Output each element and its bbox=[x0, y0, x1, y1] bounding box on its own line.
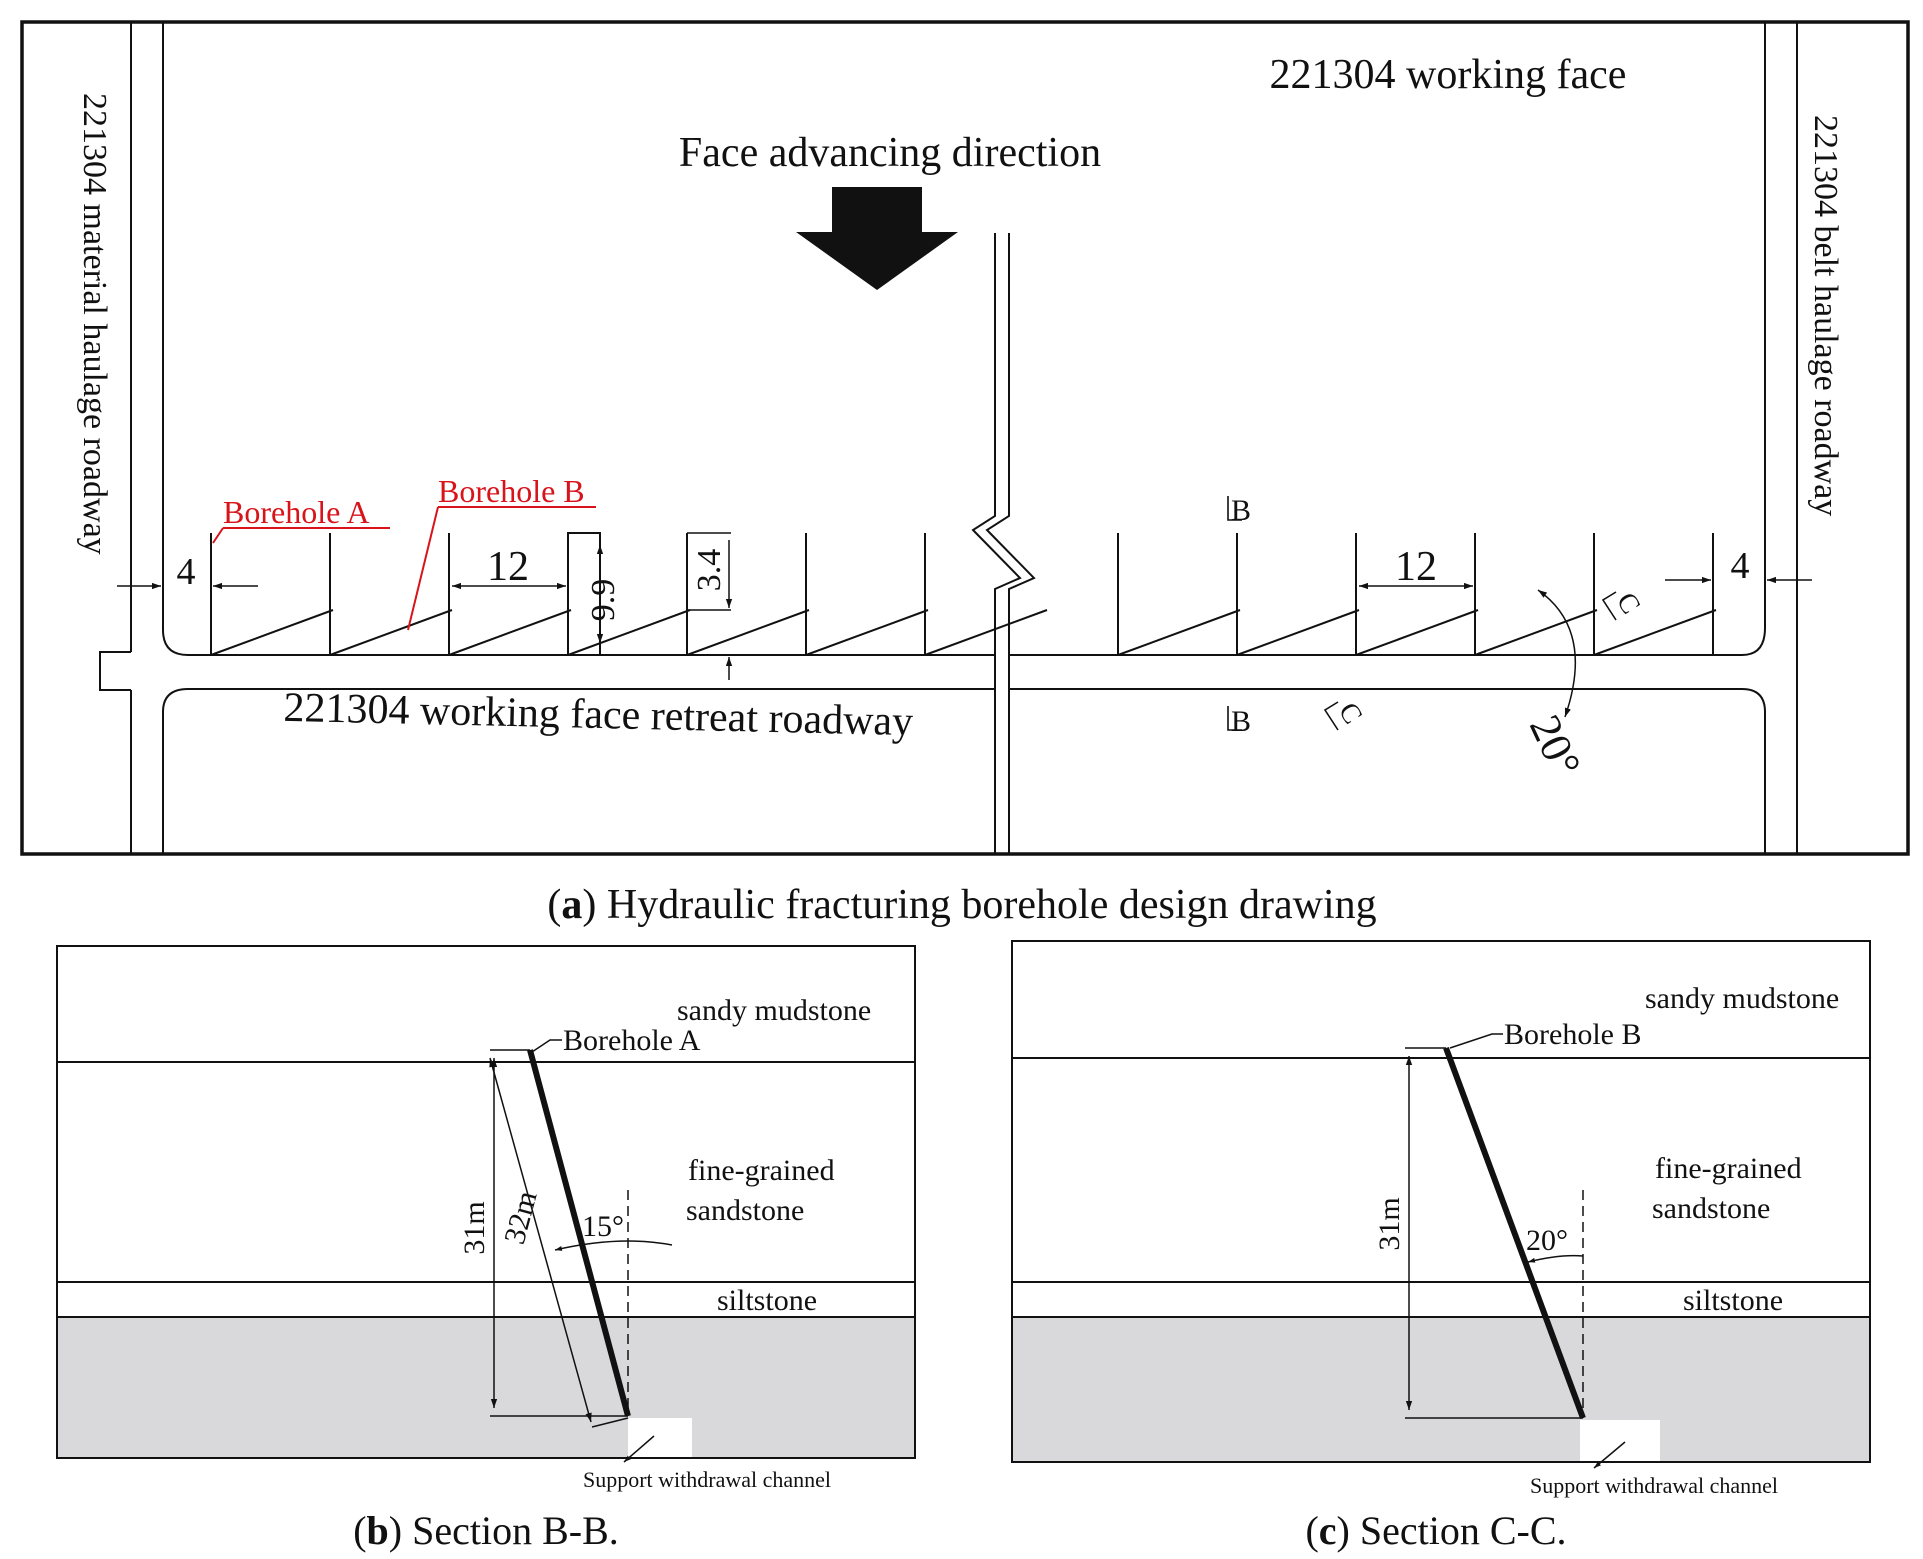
borehole-inclined bbox=[210, 609, 334, 656]
dim-12-right-label: 12 bbox=[1395, 544, 1437, 590]
panel-b-dim-31m-label: 31m bbox=[458, 1201, 491, 1254]
panel-c-borehole bbox=[1443, 1046, 1586, 1420]
dim-left-4-label: 4 bbox=[177, 551, 196, 593]
borehole-inclined bbox=[329, 609, 453, 656]
borehole-a-label: Borehole A bbox=[223, 494, 370, 530]
borehole-inclined bbox=[686, 609, 810, 656]
panel-b-frame bbox=[56, 945, 916, 1459]
panel-b-section: 31m 32m 15° Borehole A sandy mudstone fi… bbox=[56, 945, 916, 1553]
section-b-bottom-mark bbox=[1227, 706, 1242, 731]
section-c-top-mark bbox=[1601, 591, 1617, 621]
panel-c-layer-mid-label-2: sandstone bbox=[1652, 1192, 1770, 1225]
caption-a: (a) Hydraulic fracturing borehole design… bbox=[547, 882, 1376, 928]
panel-b-layer-top-label: sandy mudstone bbox=[677, 994, 871, 1027]
section-b-bottom-label: B bbox=[1231, 705, 1251, 738]
panel-c-borehole-leader bbox=[1449, 1033, 1503, 1049]
panel-a-frame bbox=[20, 20, 1910, 856]
retreat-roadway-label: 221304 working face retreat roadway bbox=[283, 685, 914, 745]
advance-direction-label: Face advancing direction bbox=[679, 130, 1101, 176]
panel-b-layer-mid-label-1: fine-grained bbox=[688, 1154, 835, 1187]
caption-b: (b) Section B-B. bbox=[353, 1508, 619, 1553]
borehole-inclined bbox=[567, 609, 691, 656]
dim-3-4-label: 3.4 bbox=[691, 549, 728, 592]
borehole-inclined bbox=[1474, 609, 1598, 656]
borehole-a-leader bbox=[212, 527, 224, 544]
panel-b-layer-mid-label-2: sandstone bbox=[686, 1194, 804, 1227]
panel-b-dim-32m-ext bbox=[591, 1417, 629, 1428]
right-roadway-label: 221304 belt haulage roadway bbox=[1807, 115, 1844, 516]
panel-b-angle-label: 15° bbox=[582, 1210, 624, 1243]
panel-b-gray-layer bbox=[57, 1317, 915, 1458]
panel-c-layer-top-label: sandy mudstone bbox=[1645, 982, 1839, 1015]
dim-9-9-label: 9.9 bbox=[585, 579, 622, 622]
left-roadway-label: 221304 material haulage roadway bbox=[76, 93, 113, 555]
panel-c-frame bbox=[1011, 940, 1871, 1463]
panel-b-channel bbox=[628, 1418, 692, 1458]
break-line-left bbox=[971, 233, 1022, 854]
retreat-roadway-lower-wall bbox=[162, 688, 995, 713]
retreat-roadway-upper-wall-right bbox=[1009, 627, 1766, 656]
break-line-right bbox=[985, 233, 1036, 854]
borehole-b-leader bbox=[407, 506, 439, 631]
panel-c-borehole-label: Borehole B bbox=[1504, 1018, 1641, 1051]
angle-20-label: 20° bbox=[1520, 708, 1590, 785]
advance-direction-arrow bbox=[796, 187, 958, 290]
borehole-inclined bbox=[1236, 609, 1360, 656]
panel-c-section: 31m 20° Borehole B sandy mudstone fine-g… bbox=[1011, 940, 1871, 1553]
panel-c-layer-mid-label-1: fine-grained bbox=[1655, 1152, 1802, 1185]
retreat-roadway-lower-wall-right bbox=[1009, 688, 1766, 713]
borehole-inclined bbox=[1593, 609, 1717, 656]
panel-b-channel-pointer bbox=[623, 1435, 655, 1463]
panel-b-angle-arc bbox=[554, 1240, 673, 1251]
panel-b-borehole-leader bbox=[531, 1039, 562, 1053]
dim-12-left-label: 12 bbox=[487, 544, 529, 590]
caption-c: (c) Section C-C. bbox=[1305, 1508, 1566, 1553]
working-face-label: 221304 working face bbox=[1270, 52, 1627, 98]
borehole-row bbox=[210, 533, 1717, 656]
panel-c-siltstone-label: siltstone bbox=[1683, 1284, 1783, 1317]
section-b-top-mark bbox=[1227, 496, 1242, 521]
dim-right-4-label: 4 bbox=[1731, 545, 1750, 587]
panel-b-dim-32m bbox=[489, 1057, 592, 1423]
borehole-inclined bbox=[805, 609, 929, 656]
panel-c-channel bbox=[1580, 1420, 1660, 1462]
borehole-inclined bbox=[1355, 609, 1479, 656]
panel-c-channel-pointer bbox=[1593, 1441, 1626, 1469]
panel-a-plan-view: 9.9 3.4 4 12 12 4 20° B B C C bbox=[20, 20, 1910, 928]
panel-c-angle-label: 20° bbox=[1526, 1224, 1568, 1257]
panel-c-channel-label: Support withdrawal channel bbox=[1530, 1473, 1778, 1498]
borehole-b-label: Borehole B bbox=[438, 473, 585, 509]
panel-c-dim-31m-label: 31m bbox=[1373, 1197, 1406, 1250]
panel-c-angle-arc bbox=[1527, 1254, 1584, 1263]
panel-b-siltstone-label: siltstone bbox=[717, 1284, 817, 1317]
panel-b-borehole-label: Borehole A bbox=[563, 1024, 701, 1057]
panel-b-channel-label: Support withdrawal channel bbox=[583, 1467, 831, 1492]
section-c-bottom-mark bbox=[1323, 701, 1339, 731]
retreat-roadway-upper-wall bbox=[162, 629, 995, 656]
angle-20-arc bbox=[1537, 589, 1576, 718]
borehole-inclined bbox=[448, 609, 572, 656]
left-roadway-notch bbox=[99, 651, 131, 691]
section-b-top-label: B bbox=[1231, 494, 1251, 527]
borehole-inclined bbox=[1117, 609, 1241, 656]
panel-c-gray-layer bbox=[1012, 1317, 1870, 1462]
panel-b-dim-32m-label: 32m bbox=[498, 1188, 544, 1248]
borehole-inclined bbox=[924, 609, 1048, 656]
